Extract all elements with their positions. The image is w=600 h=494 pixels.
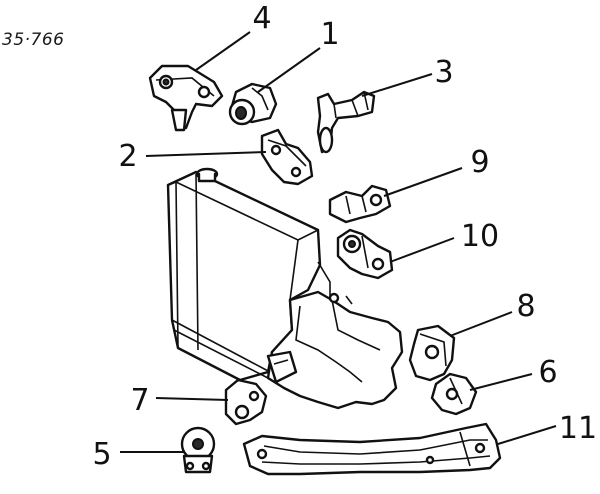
callout-10: 10 [461,219,499,254]
part-3-bracket [316,90,376,154]
leader-lines [120,31,557,453]
part-4-bracket [148,64,224,132]
part-7-mount [224,378,268,426]
reference-code: 35·766 [2,30,65,50]
part-9-mount [328,184,392,224]
part-11-crossmember [242,422,502,476]
part-6-mount [430,372,478,416]
callout-2: 2 [118,139,137,174]
callout-11: 11 [559,411,597,446]
part-5-mount [180,426,216,474]
callout-numbers: 4 1 3 2 9 10 8 6 7 5 11 [92,1,597,472]
callout-5: 5 [92,437,111,472]
part-8-mount [408,324,456,382]
part-10-mount [336,228,394,280]
callout-7: 7 [130,383,149,418]
radiator-assembly [166,167,404,410]
callout-4: 4 [252,1,271,36]
part-1-mount [228,82,278,126]
callout-6: 6 [538,355,557,390]
callout-1: 1 [320,17,339,52]
callout-9: 9 [470,145,489,180]
callout-3: 3 [434,55,453,90]
callout-8: 8 [516,289,535,324]
part-2-plate [260,128,314,186]
